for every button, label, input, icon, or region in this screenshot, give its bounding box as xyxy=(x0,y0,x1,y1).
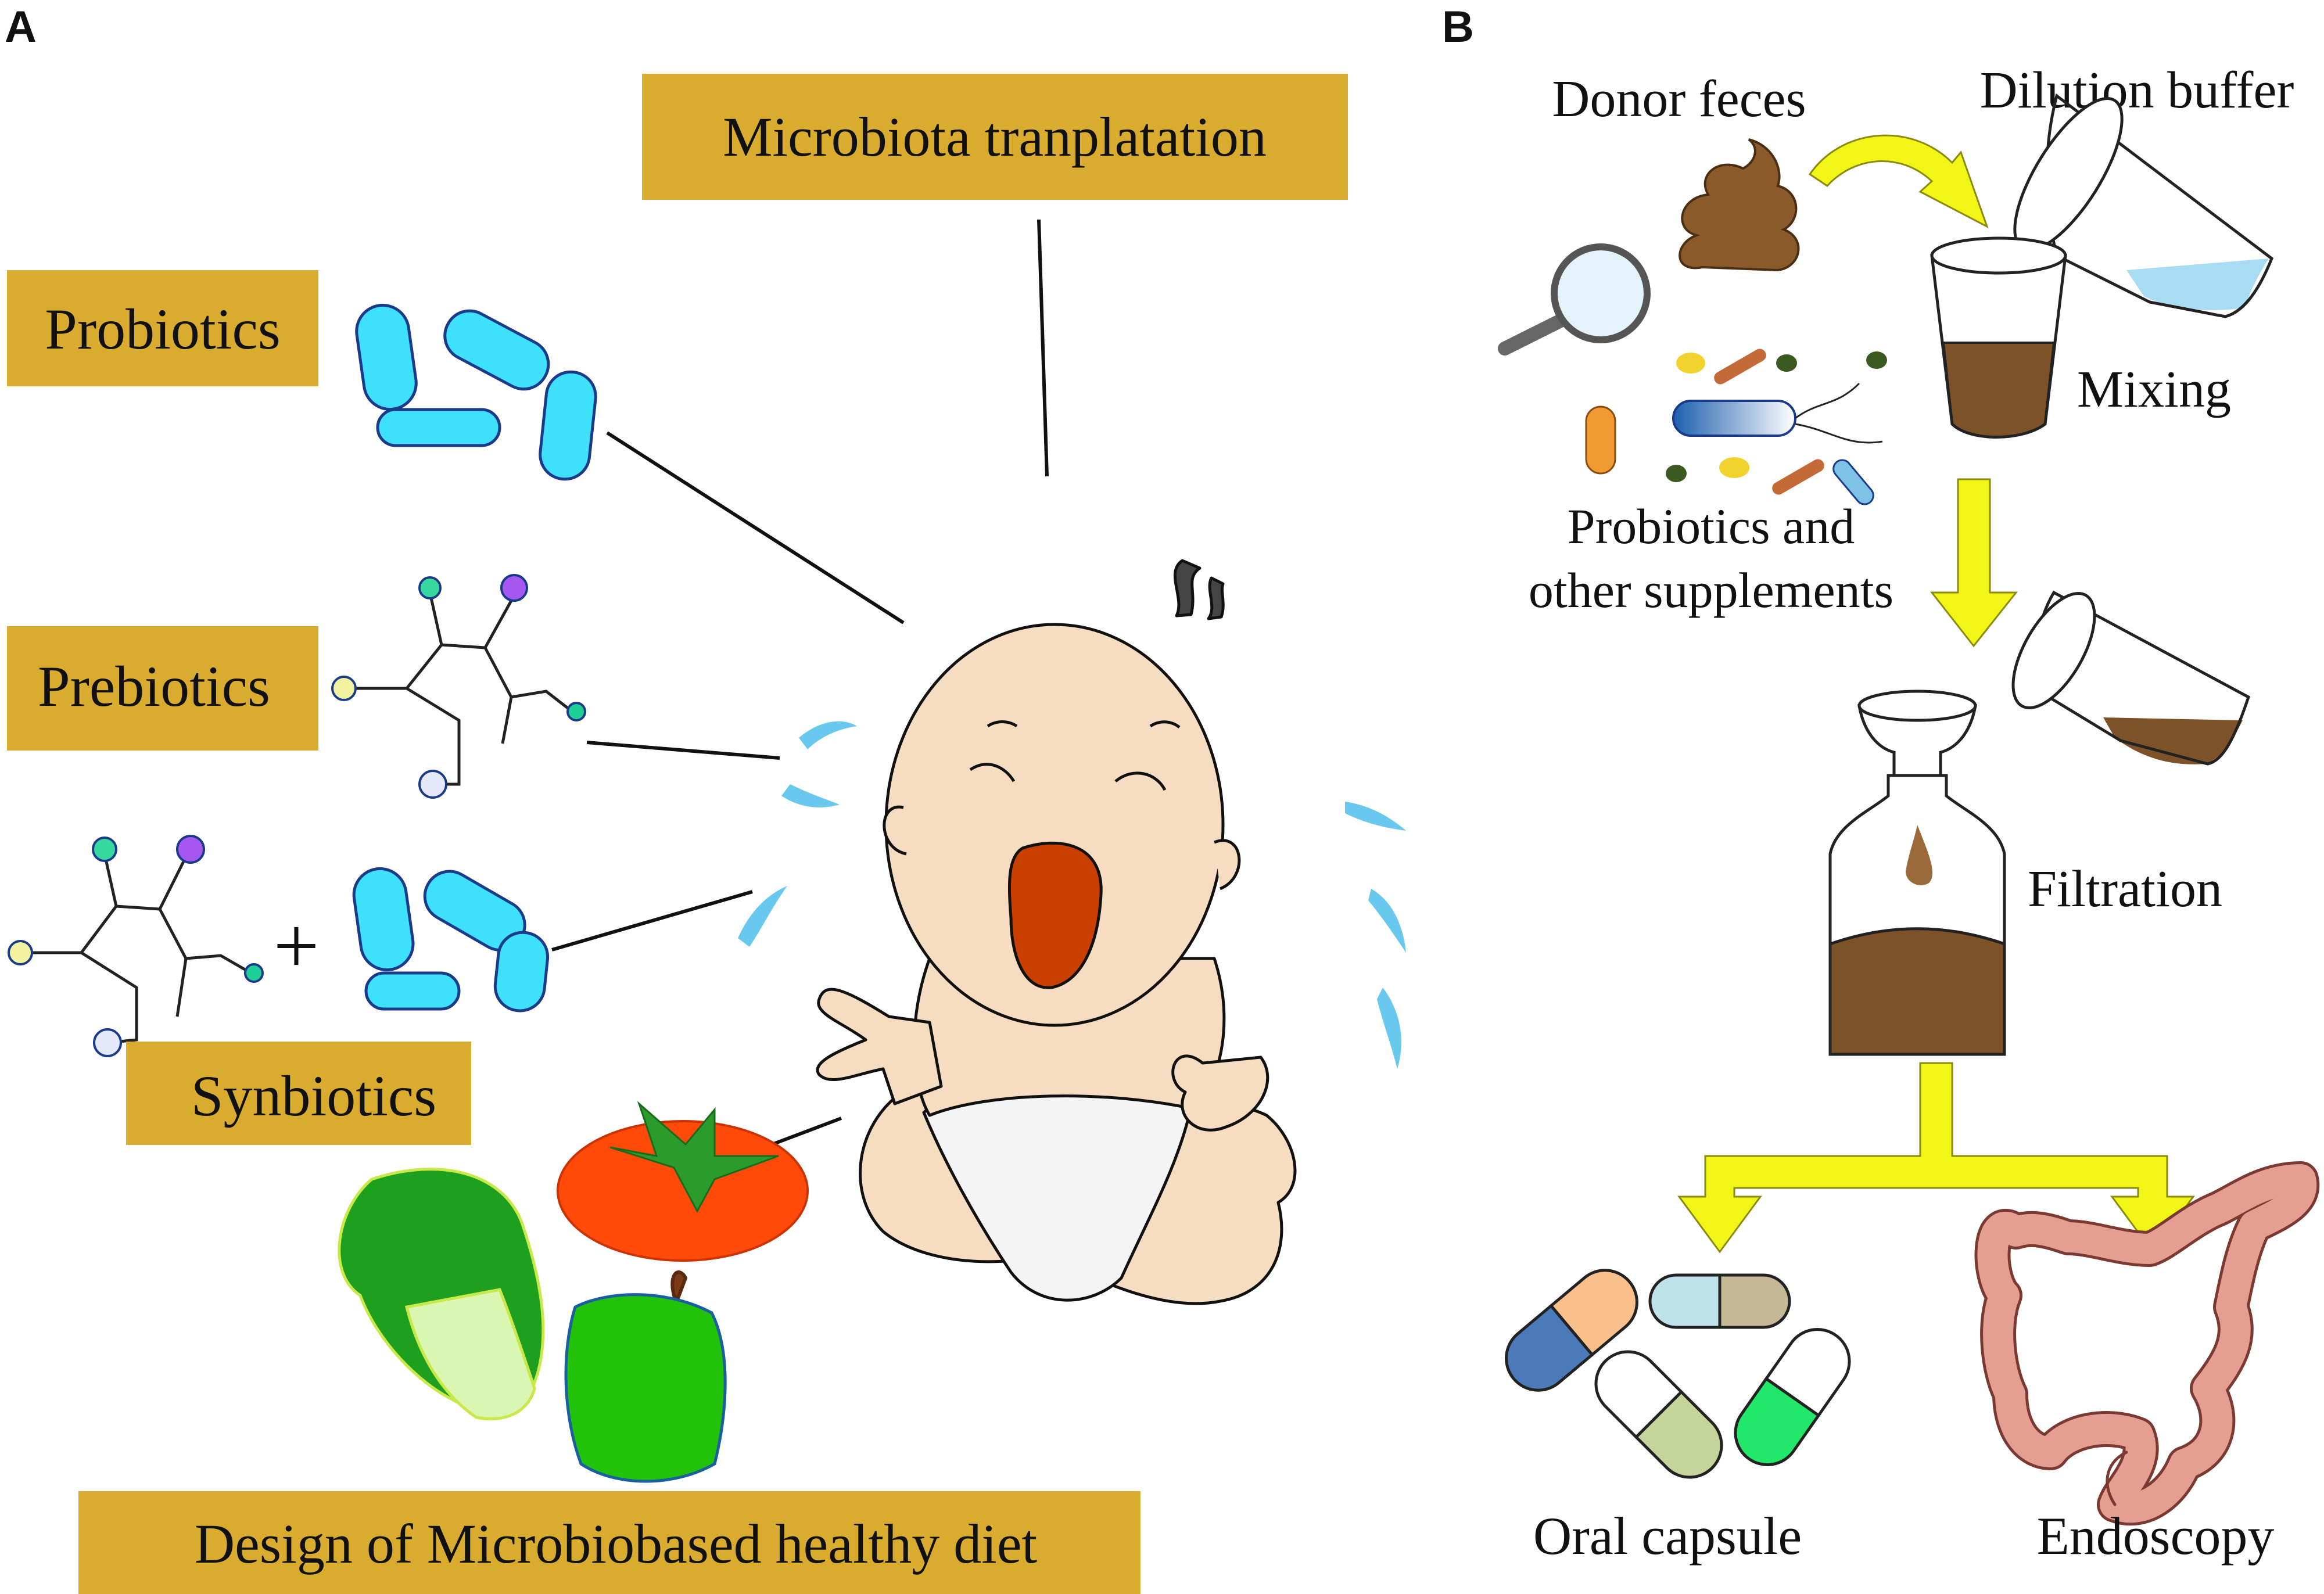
magnifier-icon xyxy=(1498,243,1651,356)
prebiotics-label: Prebiotics xyxy=(38,654,270,719)
panel-a-letter: A xyxy=(5,2,37,52)
synbiotics-label-box xyxy=(126,1042,471,1145)
oral-capsule-label: Oral capsule xyxy=(1533,1506,1802,1566)
prebiotics-label-box xyxy=(7,626,318,751)
intestine-icon xyxy=(1974,1161,2320,1526)
supplements-label-line1: Probiotics and xyxy=(1568,498,1855,554)
curved-arrow-icon xyxy=(1808,134,1989,229)
prebiotic-molecule-icon xyxy=(331,574,586,799)
dilution-buffer-label: Dilution buffer xyxy=(1980,62,2294,119)
tear-drops-icon xyxy=(738,721,1406,1069)
synbiotic-molecule-icon xyxy=(8,835,264,1057)
supplements-label-line2: other supplements xyxy=(1529,562,1893,618)
tomato-icon xyxy=(557,1101,809,1262)
diet-label: Design of Microbiobased healthy diet xyxy=(195,1513,1038,1575)
filtration-label: Filtration xyxy=(2028,860,2222,918)
donor-feces-label: Donor feces xyxy=(1552,70,1806,128)
diet-label-box xyxy=(78,1491,1141,1594)
crying-baby-illustration xyxy=(816,559,1297,1305)
microbiota-label: Microbiota tranplatation xyxy=(723,106,1267,168)
connector-lines xyxy=(551,219,1049,1162)
mixing-label: Mixing xyxy=(2077,361,2231,418)
panel-b-letter: B xyxy=(1442,2,1474,52)
donor-feces-icon xyxy=(1679,138,1800,272)
green-pepper-icon xyxy=(564,1270,727,1483)
down-arrow-icon xyxy=(1930,478,2018,648)
synbiotic-bacteria-icon xyxy=(352,867,550,1013)
plus-sign: + xyxy=(274,901,320,991)
oral-capsules-icon xyxy=(1505,1269,1851,1479)
probiotic-bacteria-icon xyxy=(355,303,597,481)
filtration-bottle-icon xyxy=(1828,690,2006,1056)
pouring-cup-icon xyxy=(2011,590,2251,766)
synbiotics-label: Synbiotics xyxy=(191,1064,436,1128)
probiotics-label: Probiotics xyxy=(45,297,281,361)
dilution-buffer-cup-icon xyxy=(2013,93,2274,318)
mixing-cup-icon xyxy=(1930,236,2067,439)
split-arrow-icon xyxy=(1677,1062,2195,1254)
endoscopy-label: Endoscopy xyxy=(2037,1506,2275,1566)
probiotics-label-box xyxy=(7,270,318,386)
supplements-cluster-icon xyxy=(1585,349,1887,505)
lettuce-icon xyxy=(338,1168,545,1421)
microbiota-label-box xyxy=(642,74,1348,200)
